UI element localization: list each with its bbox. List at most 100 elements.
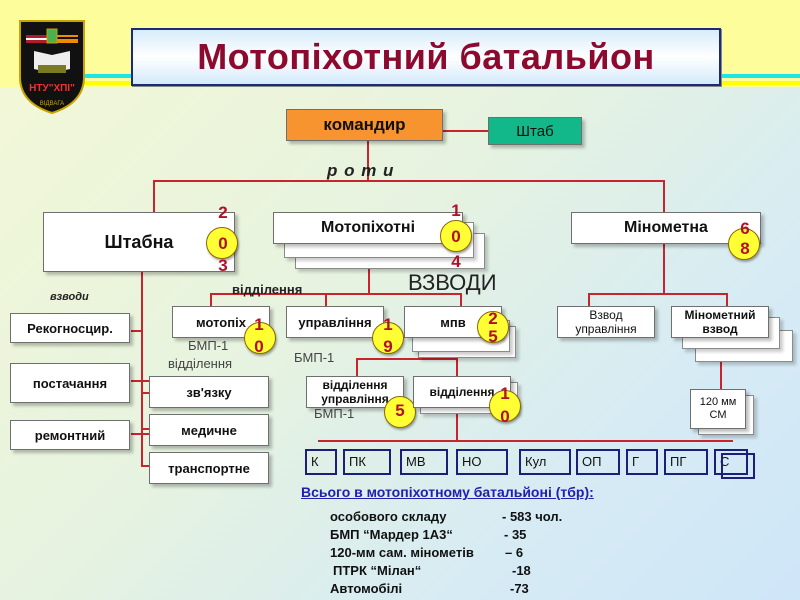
summary-title: Всього в мотопіхотному батальйоні (тбр): — [301, 484, 594, 500]
motor-platoon-label: мотопіх — [196, 314, 246, 330]
summary-label: 120-мм сам. мінометів — [330, 545, 474, 560]
motor-platoon-label: управління — [298, 314, 372, 330]
staff-box[interactable]: Штаб — [488, 117, 582, 145]
summary-label: ПТРК “Мілан“ — [333, 563, 422, 578]
count-digit: 1 — [451, 201, 461, 220]
count-digit: 1 — [500, 384, 510, 403]
connector — [356, 358, 358, 376]
count-digit: 0 — [451, 227, 461, 246]
count-badge — [384, 396, 416, 428]
commander-label: командир — [323, 115, 406, 134]
count-badge — [728, 228, 760, 260]
svg-text:ВІДВАГА: ВІДВАГА — [40, 101, 64, 107]
hq-section-label: транспортне — [168, 460, 250, 476]
count-digit: 0 — [254, 337, 264, 356]
svg-text:НТУ"ХПІ": НТУ"ХПІ" — [29, 83, 75, 94]
mortar-subunit[interactable]: 120 мм СМ — [690, 389, 746, 429]
count-digit: 6 — [740, 219, 750, 238]
mortar-platoon-label: Взвод управління — [575, 308, 637, 336]
connector — [726, 293, 728, 307]
hq-platoon[interactable]: ремонтний — [10, 420, 130, 450]
mortar-platoon[interactable]: Взвод управління — [557, 306, 655, 338]
abbrev-box[interactable]: НО — [456, 449, 508, 475]
hq-section[interactable]: зв'язку — [149, 376, 269, 408]
university-emblem-icon: НТУ"ХПІ" ВІДВАГА — [19, 20, 85, 115]
connector — [141, 465, 151, 467]
hq-platoon[interactable]: Рекогносцир. — [10, 313, 130, 343]
abbrev-box[interactable]: Кул — [519, 449, 571, 475]
hq-section[interactable]: медичне — [149, 414, 269, 446]
abbrev-box-shadow — [721, 453, 755, 479]
commander-box[interactable]: командир — [286, 109, 443, 141]
motor-platoons-label: ВЗВОДИ — [408, 270, 497, 295]
connector — [356, 358, 457, 360]
summary-label: Автомобілі — [330, 581, 403, 596]
count-digit: 1 — [254, 315, 264, 334]
hq-section-label: медичне — [181, 422, 237, 438]
count-badge — [372, 322, 404, 354]
count-badge — [244, 322, 276, 354]
summary-label: БМП “Мардер 1А3“ — [330, 527, 453, 542]
count-badge — [440, 220, 472, 252]
abbrev-box[interactable]: ПГ — [664, 449, 708, 475]
connector — [663, 180, 665, 212]
mortar-platoon[interactable]: Мінометний взвод — [671, 306, 769, 338]
motor-platoon[interactable]: управління — [286, 306, 384, 338]
motor-subunit[interactable]: відділення управління — [306, 376, 404, 408]
connector — [325, 293, 327, 307]
connector — [141, 428, 151, 430]
abbrev-box[interactable]: Г — [626, 449, 658, 475]
company-motor[interactable]: Мотопіхотні — [273, 212, 463, 244]
abbrev-box[interactable]: ОП — [576, 449, 620, 475]
summary-label: особового складу — [330, 509, 447, 524]
company-hq[interactable]: Штабна — [43, 212, 235, 272]
connector — [588, 293, 728, 295]
summary-value: – 6 — [505, 545, 524, 560]
abbrev-box[interactable]: К — [305, 449, 337, 475]
connector — [141, 271, 143, 467]
connector — [131, 330, 143, 332]
connector — [460, 293, 462, 307]
motor-subunit-label: відділення — [429, 385, 495, 399]
motor-platoon-label: мпв — [440, 314, 466, 330]
connector — [210, 293, 212, 307]
hq-section-label: зв'язку — [186, 384, 232, 400]
connector — [367, 139, 369, 181]
count-digit: 2 — [218, 203, 228, 222]
page-title-box: Мотопіхотний батальйон — [131, 28, 721, 86]
motor-subunit[interactable]: відділення — [413, 376, 511, 408]
hq-section[interactable]: транспортне — [149, 452, 269, 484]
summary-value: - 35 — [504, 527, 527, 542]
vehicle-note: БМП-1 — [294, 350, 335, 365]
summary-value: - 583 чол. — [502, 509, 563, 524]
connector — [318, 440, 733, 442]
connector — [141, 392, 151, 394]
connector — [588, 293, 590, 307]
abbrev-box[interactable]: МВ — [400, 449, 448, 475]
count-digit: 5 — [488, 327, 498, 346]
count-badge — [477, 311, 509, 343]
count-digit: 8 — [740, 239, 750, 258]
count-badge — [206, 227, 238, 259]
motor-sections-label: відділення — [232, 282, 303, 297]
company-hq-label: Штабна — [104, 231, 174, 252]
company-motor-label: Мотопіхотні — [320, 219, 416, 236]
vehicle-note: БМП-1 — [188, 338, 229, 353]
connector — [153, 180, 665, 182]
abbrev-box[interactable]: С — [714, 449, 748, 475]
mortar-subunit-label: 120 мм СМ — [699, 396, 737, 421]
connector — [720, 337, 722, 392]
hq-platoon[interactable]: постачання — [10, 363, 130, 403]
hq-platoon-label: постачання — [32, 375, 108, 391]
hq-sections-label: відділення — [168, 356, 233, 371]
count-digit: 9 — [383, 337, 393, 356]
summary-value: -73 — [510, 581, 529, 596]
count-digit: 4 — [451, 252, 461, 271]
hq-platoon-label: Рекогносцир. — [27, 320, 113, 336]
connector — [153, 180, 155, 212]
hq-platoon-label: ремонтний — [34, 427, 106, 443]
connector — [663, 244, 665, 294]
abbrev-box[interactable]: ПК — [343, 449, 391, 475]
count-digit: 0 — [500, 407, 510, 426]
connector — [210, 293, 462, 295]
